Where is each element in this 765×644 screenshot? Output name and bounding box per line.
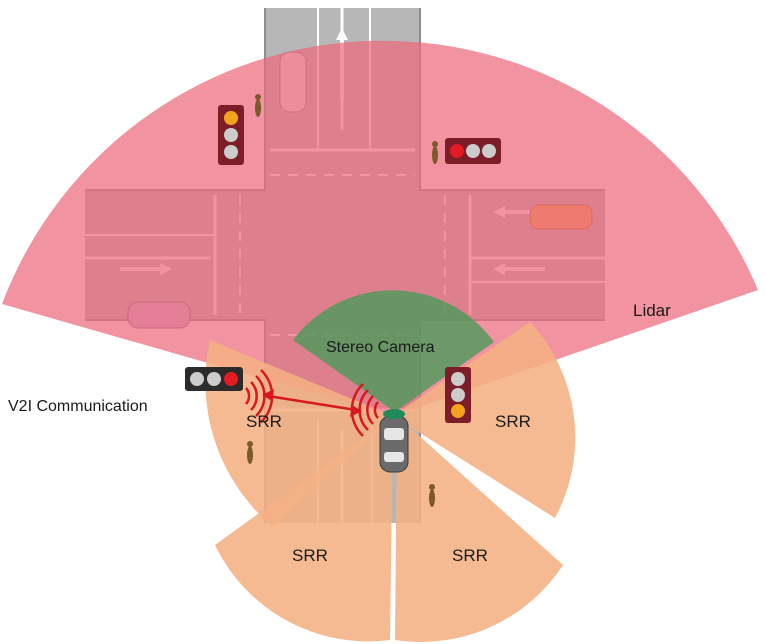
v2i-communication-label: V2I Communication xyxy=(8,398,148,415)
stereo-camera-coverage-zone xyxy=(293,290,494,412)
traffic-light-top-left xyxy=(218,105,244,165)
stereo-camera-label: Stereo Camera xyxy=(326,339,435,356)
lidar-coverage-zone xyxy=(2,40,758,416)
srr-front-left-label: SRR xyxy=(246,412,282,431)
srr-front-right-label: SRR xyxy=(495,412,531,431)
traffic-light-left xyxy=(185,367,243,391)
srr-zone-front-right xyxy=(393,322,576,518)
srr-rear-left-label: SRR xyxy=(292,546,328,565)
srr-rear-right-label: SRR xyxy=(452,546,488,565)
arrow-left-icon xyxy=(262,389,274,401)
v2i-communication-link xyxy=(244,369,380,437)
srr-zone-rear-left xyxy=(215,416,393,642)
cyclist-icon xyxy=(247,441,253,464)
cyclists xyxy=(247,94,438,507)
srr-zone-rear-right xyxy=(395,416,563,642)
cyclist-icon xyxy=(432,141,438,164)
cyclist-icon xyxy=(429,484,435,507)
srr-coverage-zones xyxy=(205,322,576,642)
ego-vehicle xyxy=(379,409,409,473)
arrow-right-icon xyxy=(350,405,362,417)
traffic-light-right xyxy=(445,367,471,423)
traffic-light-top-right xyxy=(445,138,501,164)
lidar-label: Lidar xyxy=(633,301,671,320)
srr-zone-front-left xyxy=(205,340,393,527)
cyclist-icon xyxy=(255,94,261,117)
stereo-camera-sensor-icon xyxy=(383,409,405,419)
